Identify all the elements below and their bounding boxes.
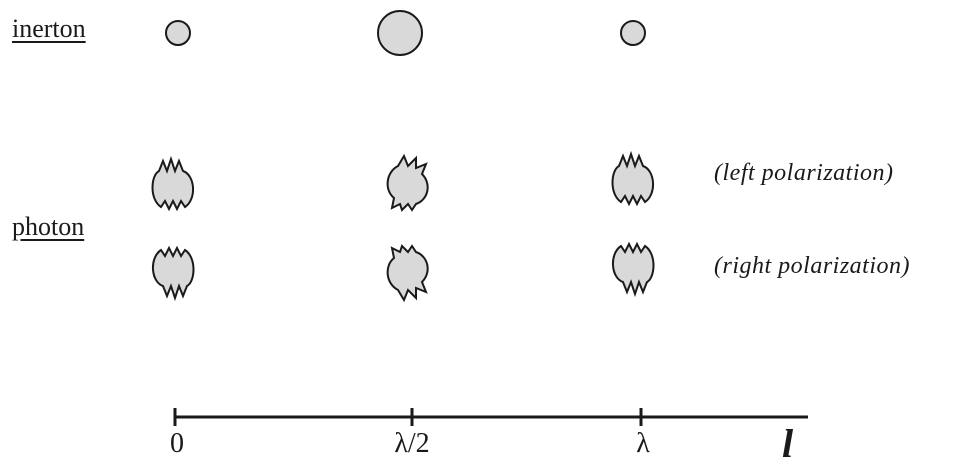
- photon-label: photon: [12, 212, 85, 241]
- photon-left-half-lambda: [386, 155, 429, 211]
- left-polarization-label: (left polarization): [714, 160, 894, 186]
- photon-left-0: [151, 158, 195, 210]
- right-polarization-label: (right polarization): [714, 253, 911, 279]
- tick-label-lambda: λ: [636, 428, 650, 459]
- axis-variable-label: l: [782, 421, 794, 466]
- photon-right-half-lambda: [386, 245, 429, 301]
- tick-label-half-lambda: λ/2: [394, 428, 430, 459]
- photon-right-0: [151, 247, 195, 299]
- tick-label-0: 0: [170, 428, 184, 459]
- photon-left-lambda: [611, 153, 655, 205]
- inerton-lambda: [620, 20, 646, 46]
- inerton-0: [165, 20, 191, 46]
- inerton-label: inerton: [12, 14, 86, 43]
- inerton-half-lambda: [377, 10, 423, 56]
- photon-right-lambda: [611, 243, 655, 295]
